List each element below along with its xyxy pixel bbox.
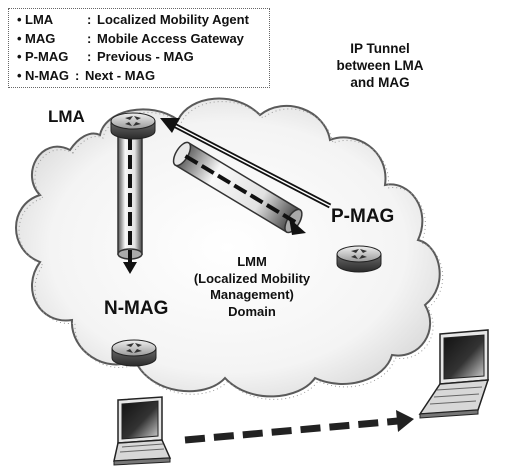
legend-item-n-mag: • N-MAG : Next - MAG	[17, 67, 269, 86]
legend-item-p-mag: • P-MAG : Previous - MAG	[17, 48, 269, 67]
lmm-domain-label: LMM (Localized Mobility Management) Doma…	[168, 254, 336, 320]
p-mag-node-label: P-MAG	[331, 206, 395, 227]
n-mag-node-label: N-MAG	[104, 298, 169, 319]
legend-box: • LMA : Localized Mobility Agent • MAG :…	[8, 8, 270, 88]
lmm-domain-label-line: Domain	[228, 303, 276, 319]
legend-separator: :	[75, 67, 80, 83]
bullet: •	[17, 12, 22, 27]
laptop-icon	[113, 396, 172, 466]
router-icon	[336, 245, 382, 273]
legend-meaning: Localized Mobility Agent	[97, 12, 249, 27]
lmm-domain-label-line: Management)	[210, 287, 294, 302]
laptop-icon	[418, 329, 490, 419]
legend-abbr: P-MAG	[25, 49, 69, 64]
legend-item-mag: • MAG : Mobile Access Gateway	[17, 30, 269, 49]
legend-separator: :	[87, 12, 92, 27]
bullet: •	[17, 49, 22, 64]
movement-arrow-icon	[184, 410, 414, 444]
lma-node-label: LMA	[48, 107, 85, 126]
tunnel-arrow-icon	[289, 218, 306, 235]
router-icon	[111, 339, 157, 367]
tunnel-icon	[117, 124, 143, 274]
legend-separator: :	[87, 49, 92, 64]
legend-abbr: N-MAG	[25, 67, 70, 83]
lmm-domain-label-line: LMM	[237, 254, 267, 269]
legend-meaning: Previous - MAG	[97, 49, 194, 64]
legend-meaning: Mobile Access Gateway	[97, 30, 244, 46]
cloud-icon	[15, 97, 444, 400]
ip-tunnel-note-line: and MAG	[350, 75, 410, 90]
legend-separator: :	[87, 30, 92, 46]
legend-abbr: MAG	[25, 30, 56, 46]
legend-item-lma: • LMA : Localized Mobility Agent	[17, 11, 269, 30]
lmm-domain-label-line: (Localized Mobility	[193, 270, 311, 286]
ip-tunnel-note: IP Tunnel between LMA and MAG	[328, 40, 432, 91]
tunnel-icon	[172, 141, 303, 234]
legend-abbr: LMA	[25, 12, 54, 27]
ip-tunnel-note-line: IP Tunnel	[350, 41, 410, 56]
legend-meaning: Next - MAG	[85, 67, 156, 83]
ip-tunnel-note-line: between LMA	[336, 58, 424, 73]
router-icon	[110, 112, 156, 140]
tunnel-arrow-icon	[160, 118, 332, 209]
bullet: •	[17, 30, 22, 46]
bullet: •	[17, 67, 22, 83]
